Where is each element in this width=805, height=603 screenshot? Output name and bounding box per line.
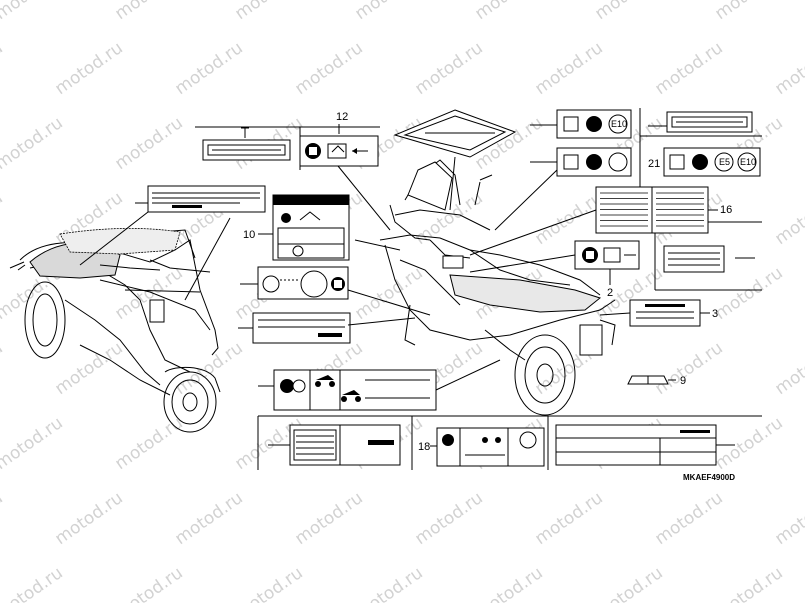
watermark-text: motod.ru	[111, 263, 186, 324]
label-10: 10	[184, 194, 350, 301]
watermark-text: motod.ru	[591, 0, 666, 24]
watermark-text: motod.ru	[0, 488, 7, 549]
watermark-text: motod.ru	[171, 38, 246, 99]
watermark-text: motod.ru	[711, 413, 786, 474]
watermark-text: motod.ru	[531, 488, 606, 549]
watermark-text: motod.ru	[291, 38, 366, 99]
label-2: 2	[469, 240, 640, 299]
caption-e5: E5	[719, 157, 730, 167]
label-bottom-left	[268, 424, 401, 466]
label-round-stickers	[240, 266, 431, 316]
watermark-text: motod.ru	[591, 563, 666, 603]
label-16: 16	[469, 186, 732, 256]
label-12: 12	[299, 111, 391, 231]
label-top-right-strip	[648, 111, 753, 133]
label-9: 9	[627, 375, 686, 387]
diagram-code: MKAEF4900D	[683, 473, 735, 482]
label-21: 21 E5 E10	[648, 147, 761, 177]
watermark-text: motod.ru	[411, 488, 486, 549]
watermark-text: motod.ru	[0, 0, 67, 24]
watermark-text: motod.ru	[0, 38, 7, 99]
watermark-text: motod.ru	[471, 563, 546, 603]
scooter-front-view	[9, 228, 221, 433]
callout-2: 2	[607, 287, 613, 299]
label-warning-strip-a	[202, 127, 291, 161]
watermark-text: motod.ru	[651, 488, 726, 549]
leader-lines	[347, 239, 416, 326]
watermark-text: motod.ru	[771, 38, 805, 99]
watermark-text: motod.ru	[0, 563, 67, 603]
watermark-text: motod.ru	[531, 188, 606, 249]
label-riding-icons	[258, 359, 501, 411]
label-bottom-right-table	[555, 424, 735, 466]
callout-12: 12	[336, 111, 348, 123]
label-e10-set: E10	[530, 109, 632, 139]
label-3: 3	[599, 299, 718, 327]
watermark-text: motod.ru	[51, 338, 126, 399]
watermark-text: motod.ru	[531, 38, 606, 99]
watermark-text: motod.ru	[0, 188, 7, 249]
caption-e10: E10	[611, 119, 627, 129]
label-18: 18	[418, 427, 545, 467]
callout-18: 18	[418, 441, 430, 453]
label-right-strip	[663, 245, 755, 273]
watermark-text: motod.ru	[51, 38, 126, 99]
watermark-text: motod.ru	[771, 488, 805, 549]
label-fuel-set	[494, 147, 632, 231]
callout-10: 10	[243, 229, 255, 241]
watermark-text: motod.ru	[411, 38, 486, 99]
watermark-text: motod.ru	[111, 113, 186, 174]
watermark-text: motod.ru	[111, 0, 186, 24]
watermark-text: motod.ru	[651, 338, 726, 399]
watermark-text: motod.ru	[111, 563, 186, 603]
watermark-text: motod.ru	[111, 413, 186, 474]
watermark-text: motod.ru	[0, 413, 67, 474]
watermark-text: motod.ru	[711, 0, 786, 24]
callout-21: 21	[648, 158, 660, 170]
label-diamond	[393, 109, 517, 211]
scooter-rear-view	[379, 159, 616, 416]
watermark-text: motod.ru	[171, 488, 246, 549]
callout-3: 3	[712, 308, 718, 320]
watermark-text: motod.ru	[0, 338, 7, 399]
watermark-text: motod.ru	[351, 0, 426, 24]
watermark-text: motod.ru	[771, 188, 805, 249]
watermark-text: motod.ru	[351, 563, 426, 603]
watermark-text: motod.ru	[231, 0, 306, 24]
watermark-text: motod.ru	[231, 563, 306, 603]
watermark-text: motod.ru	[0, 113, 67, 174]
watermark-text: motod.ru	[471, 0, 546, 24]
label-pen-strip	[238, 312, 351, 344]
watermark-text: motod.ru	[291, 488, 366, 549]
section-dividers	[195, 108, 762, 470]
watermark-text: motod.ru	[651, 38, 726, 99]
label-spec-strip	[79, 185, 266, 266]
watermark-text: motod.ru	[711, 563, 786, 603]
watermark-text: motod.ru	[771, 338, 805, 399]
callout-16: 16	[720, 204, 732, 216]
watermark-text: motod.ru	[51, 488, 126, 549]
callout-9: 9	[680, 375, 686, 387]
caption-e10b: E10	[740, 157, 756, 167]
